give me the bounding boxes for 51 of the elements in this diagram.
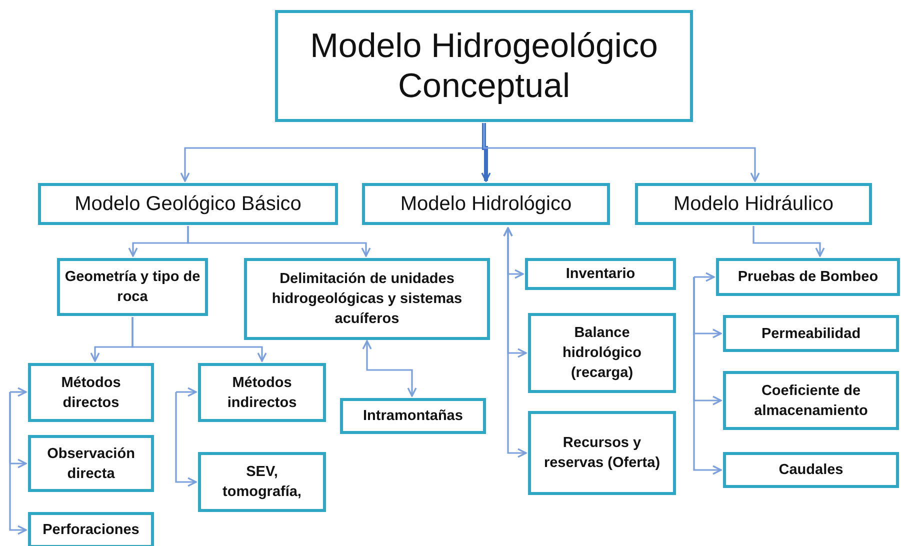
concept-box (716, 258, 900, 296)
concept-box (723, 452, 899, 488)
concept-box (723, 371, 899, 430)
concept-box (198, 363, 326, 422)
node-label: SEV, tomografía, (222, 463, 302, 502)
arrow (362, 340, 417, 397)
node-label: Caudales (778, 461, 844, 480)
node-label: Permeabilidad (760, 324, 862, 344)
node-label: Modelo Hidrológico (399, 192, 573, 216)
arrow (483, 123, 760, 182)
concept-box (28, 363, 154, 422)
node-label: Geometría y tipo de roca (64, 268, 202, 307)
concept-box (28, 512, 154, 546)
node-label: Modelo Geológico Básico (74, 192, 302, 216)
arrow (10, 387, 27, 397)
concept-box (362, 183, 610, 225)
node-label: Coeficiente de almacenamiento (753, 382, 869, 420)
node-label: Recursos y reservas (Oferta) (542, 434, 662, 473)
node-label: Modelo Hidrogeológico Conceptual (309, 26, 659, 106)
arrow (693, 277, 722, 475)
concept-box (635, 183, 872, 225)
concept-box (57, 258, 208, 316)
concept-box (340, 398, 486, 434)
concept-box (528, 411, 676, 495)
concept-box (275, 10, 693, 122)
node-label: Perforaciones (42, 521, 140, 540)
node-label: Modelo Hidráulico (672, 192, 835, 216)
node-label: Pruebas de Bombeo (736, 268, 880, 287)
arrow (132, 317, 267, 362)
concept-box (38, 183, 338, 225)
concept-box (723, 315, 899, 352)
concept-box (525, 258, 676, 290)
arrow (481, 123, 491, 182)
arrow (694, 272, 715, 282)
arrow (9, 392, 27, 535)
node-label: Observación directa (46, 444, 136, 484)
arrow (752, 226, 825, 257)
node-label: Delimitación de unidades hidrogeológicas y sistemas acuíferos (270, 270, 464, 329)
arrow (176, 387, 197, 397)
arrow (175, 392, 197, 487)
concept-box (528, 313, 676, 393)
node-label: Métodos directos (60, 374, 122, 412)
arrow (503, 227, 527, 458)
node-label: Inventario (564, 265, 636, 284)
concept-box (28, 435, 154, 492)
node-label: Intramontañas (362, 407, 464, 426)
arrow (187, 226, 371, 257)
concept-box (198, 452, 326, 512)
concept-box (244, 258, 490, 340)
node-label: Balance hidrológico (recarga) (562, 324, 642, 383)
node-label: Métodos indirectos (226, 374, 298, 412)
